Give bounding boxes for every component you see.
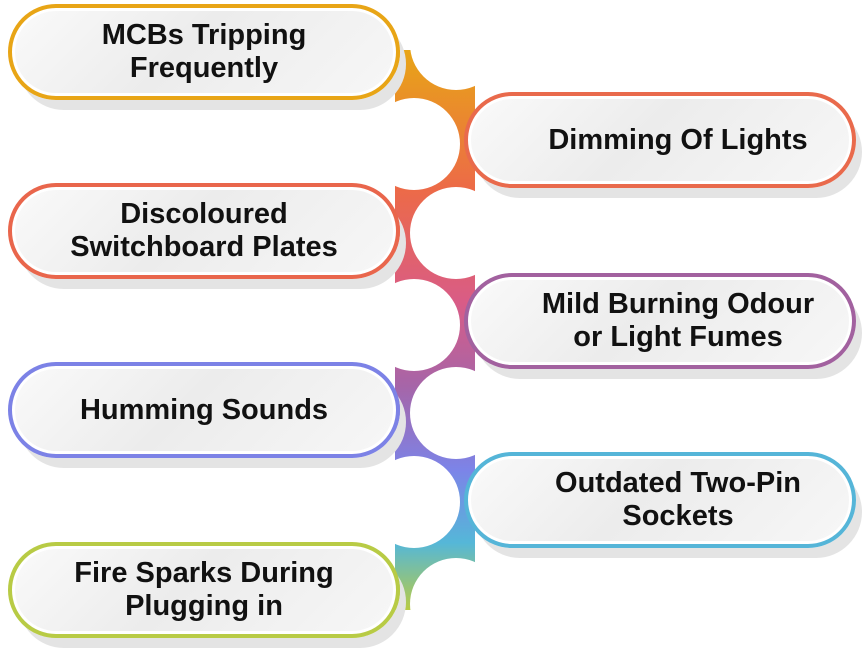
item-two-pin-sockets: Outdated Two-Pin Sockets — [464, 452, 856, 548]
item-burning-odour: Mild Burning Odour or Light Fumes — [464, 273, 856, 369]
item-discoloured-plates: Discoloured Switchboard Plates — [8, 183, 400, 279]
item-mcbs-tripping: MCBs Tripping Frequently — [8, 4, 400, 100]
item-label: Outdated Two-Pin Sockets — [555, 467, 801, 532]
item-fire-sparks: Fire Sparks During Plugging in — [8, 542, 400, 638]
item-label: Discoloured Switchboard Plates — [70, 198, 338, 263]
item-label: MCBs Tripping Frequently — [101, 19, 307, 84]
item-label: Dimming Of Lights — [548, 123, 808, 156]
item-label: Humming Sounds — [79, 393, 329, 426]
item-dimming-lights: Dimming Of Lights — [464, 92, 856, 188]
item-label: Mild Burning Odour or Light Fumes — [541, 288, 815, 353]
item-humming-sounds: Humming Sounds — [8, 362, 400, 458]
item-label: Fire Sparks During Plugging in — [74, 557, 334, 622]
